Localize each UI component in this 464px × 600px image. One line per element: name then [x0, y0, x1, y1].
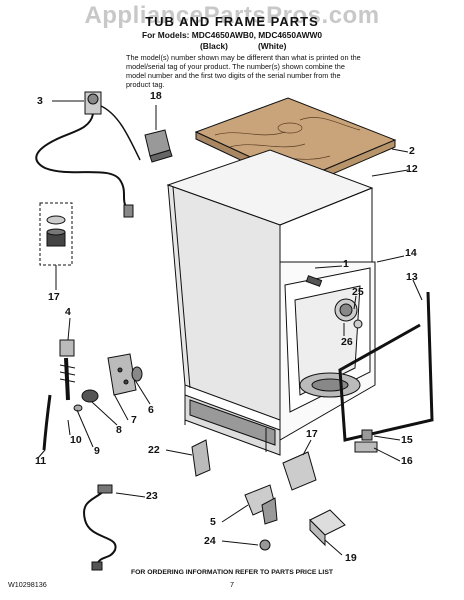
- callout-12: 12: [406, 163, 418, 175]
- callout-1: 1: [343, 258, 349, 270]
- callout-10: 10: [70, 434, 82, 446]
- callout-25: 24: [204, 535, 216, 547]
- hinge-plate-part: [107, 353, 143, 396]
- callout-15: 15: [401, 434, 413, 446]
- watermark: AppliancePartsPros.com: [84, 2, 380, 29]
- callout-26: 26: [341, 336, 353, 348]
- ordering-info: FOR ORDERING INFORMATION REFER TO PARTS …: [130, 569, 334, 576]
- door-gasket: [338, 291, 434, 442]
- model-note: The model(s) number shown may be differe…: [126, 53, 361, 89]
- callout-21: 19: [345, 552, 357, 564]
- callout-23: 23: [146, 490, 158, 502]
- drain-fitting-part: [354, 429, 378, 453]
- callout-22: 22: [148, 444, 160, 456]
- callout-6: 6: [148, 404, 154, 416]
- callout-24: 25: [352, 286, 364, 298]
- color-white-label: (White): [258, 41, 287, 51]
- callout-2: 2: [409, 145, 415, 157]
- inlet-valve-part: [35, 91, 141, 218]
- models-line: For Models: MDC4650AWB0, MDC4650AWW0: [141, 30, 323, 40]
- page-title: TUB AND FRAME PARTS: [145, 14, 319, 29]
- callout-9: 9: [94, 445, 100, 457]
- callout-4: 4: [65, 306, 71, 318]
- cabinet-frame: [166, 149, 374, 456]
- leveling-bracket-part: [191, 439, 211, 477]
- callout-17: 17: [48, 291, 60, 303]
- callout-13: 13: [406, 271, 418, 283]
- color-black-label: (Black): [200, 41, 228, 51]
- document-number: W10298136: [8, 580, 47, 589]
- callout-3: 3: [37, 95, 43, 107]
- power-cord-part: [83, 489, 117, 566]
- callout-11: 11: [35, 455, 47, 467]
- callout-7: 7: [131, 414, 137, 426]
- lower-brackets: [244, 451, 346, 551]
- callout-5: 5: [210, 516, 216, 528]
- callout-8: 8: [116, 424, 122, 436]
- callout-16: 16: [401, 455, 413, 467]
- callout-14: 14: [405, 247, 417, 259]
- door-spring-part: [42, 339, 99, 451]
- callout-18: 17: [306, 428, 318, 440]
- page-number: 7: [230, 580, 234, 589]
- callout-19: 18: [150, 90, 162, 102]
- bracket-part-19: [144, 129, 173, 163]
